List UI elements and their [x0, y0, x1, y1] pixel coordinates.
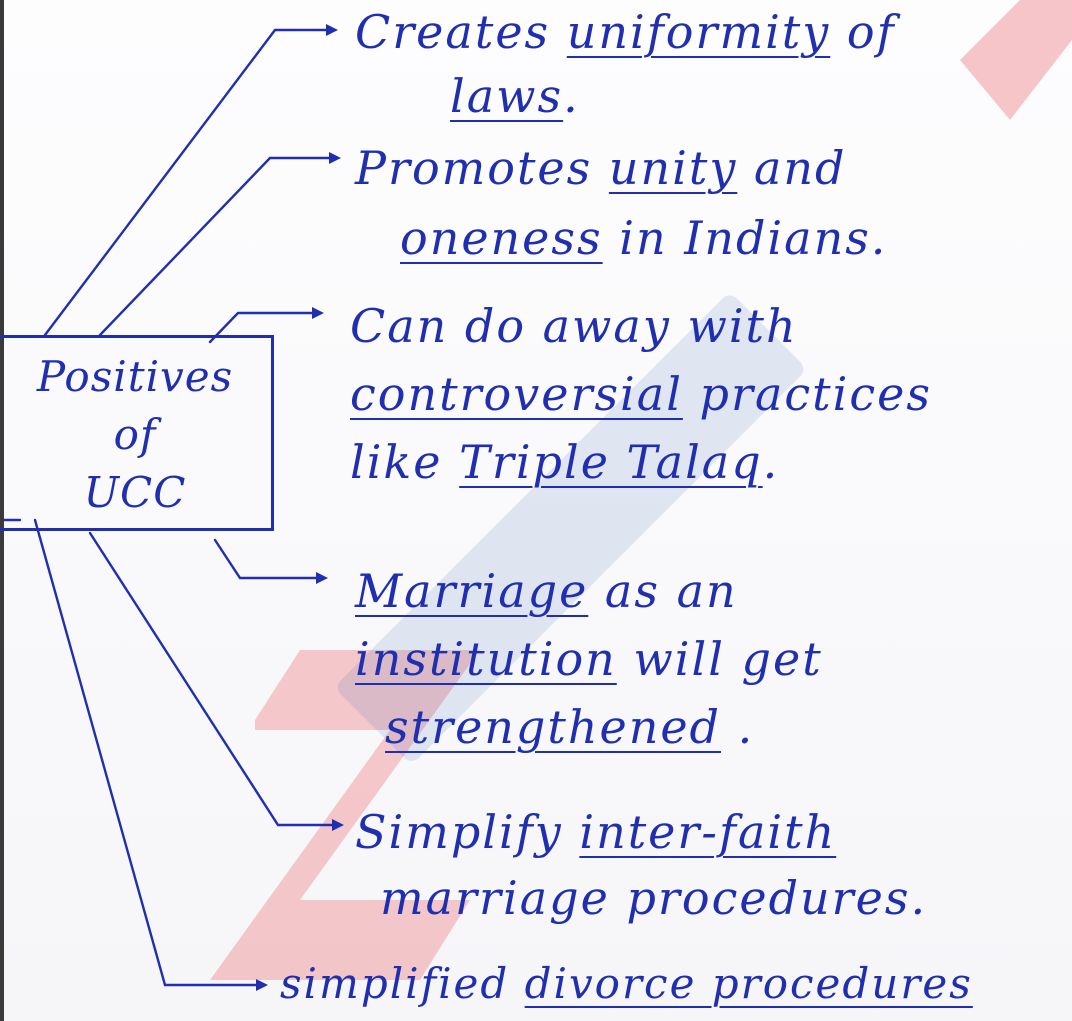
- watermark-z-mark: [210, 650, 480, 980]
- point-3-text: Can do away with: [350, 299, 798, 353]
- point-4-keyword: Marriage: [355, 564, 589, 618]
- point-5-line-2-text: marriage procedures.: [380, 871, 928, 925]
- point-1-line-2-end: .: [563, 69, 580, 123]
- point-6-line-1: simplified divorce procedures: [280, 958, 973, 1010]
- page-edge: [0, 0, 4, 1021]
- point-2-keyword: unity: [608, 141, 738, 195]
- point-2-line-2: oneness in Indians.: [400, 212, 887, 264]
- point-2-text: Promotes: [355, 141, 609, 195]
- point-1-text-end: of: [830, 5, 896, 59]
- point-4-keyword-2: institution: [355, 632, 617, 686]
- point-4-line-3-end: .: [721, 700, 755, 754]
- point-5-line-2: marriage procedures.: [380, 872, 927, 924]
- watermark-red-corner: [960, 0, 1072, 120]
- point-2-line-2-end: in Indians.: [602, 211, 888, 265]
- connector-to-point-1: [43, 28, 334, 337]
- point-2-keyword-2: oneness: [400, 211, 603, 265]
- point-3-line-2-end: practices: [682, 367, 932, 421]
- point-5-text: Simplify: [355, 805, 580, 859]
- point-3-line-3: like Triple Talaq.: [350, 436, 779, 488]
- connector-to-point-4: [213, 538, 324, 580]
- watermark-wordmark: [337, 295, 804, 761]
- point-2-text-end: and: [737, 141, 847, 195]
- point-4-line-3: strengthened .: [385, 701, 754, 753]
- topic-line-2: of: [113, 410, 157, 459]
- point-4-text-end: as an: [588, 564, 738, 618]
- point-3-line-1: Can do away with: [350, 300, 798, 352]
- topic-label: Positives of UCC: [0, 348, 271, 522]
- topic-line-3: UCC: [83, 468, 187, 517]
- point-1-keyword: uniformity: [566, 5, 831, 59]
- point-4-line-2: institution will get: [355, 633, 823, 685]
- point-3-line-3-start: like: [350, 435, 460, 489]
- point-3-line-3-end: .: [762, 435, 780, 489]
- point-1-text: Creates: [355, 5, 567, 59]
- point-4-line-1: Marriage as an: [355, 565, 738, 617]
- point-4-line-2-end: will get: [616, 632, 823, 686]
- point-3-line-2: controversial practices: [350, 368, 932, 420]
- connector-to-point-2: [98, 156, 337, 337]
- point-2-line-1: Promotes unity and: [355, 142, 846, 194]
- connector-to-point-5: [88, 531, 340, 827]
- point-3-keyword-2: Triple Talaq: [459, 435, 763, 489]
- point-3-keyword: controversial: [350, 367, 683, 421]
- point-6-text: simplified: [280, 959, 525, 1008]
- point-6-keyword: divorce procedures: [524, 959, 973, 1008]
- connector-to-point-3: [208, 311, 320, 344]
- topic-box: Positives of UCC: [0, 335, 274, 531]
- connector-to-point-6: [33, 518, 264, 987]
- point-5-line-1: Simplify inter-faith: [355, 806, 836, 858]
- topic-line-1: Positives: [36, 352, 234, 401]
- point-4-keyword-3: strengthened: [385, 700, 722, 754]
- point-5-keyword: inter-faith: [579, 805, 837, 859]
- point-1-keyword-2: laws: [450, 69, 564, 123]
- point-1-line-1: Creates uniformity of: [355, 6, 896, 58]
- point-1-line-2: laws.: [450, 70, 580, 122]
